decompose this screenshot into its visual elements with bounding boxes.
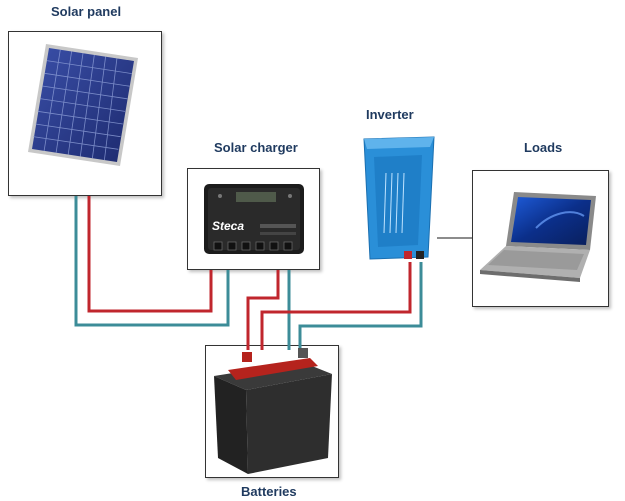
charger-brand-text: Steca [212, 219, 244, 233]
panel-positive-wire [87, 196, 213, 313]
inverter-positive-wire [260, 262, 412, 350]
inverter-label: Inverter [366, 107, 414, 122]
solar-panel-icon [28, 44, 138, 166]
batteries-label: Batteries [241, 484, 297, 499]
inverter-negative-wire [298, 262, 423, 350]
inverter-icon [363, 136, 435, 260]
charger-battery-positive-wire [246, 270, 280, 350]
solar-panel-label: Solar panel [51, 4, 122, 19]
panel-negative-wire [74, 196, 230, 327]
battery-icon [214, 348, 332, 474]
laptop-icon [480, 192, 596, 282]
loads-label: Loads [524, 140, 563, 155]
charge-controller-icon: Steca [204, 184, 304, 254]
solar-charger-label: Solar charger [214, 140, 298, 155]
